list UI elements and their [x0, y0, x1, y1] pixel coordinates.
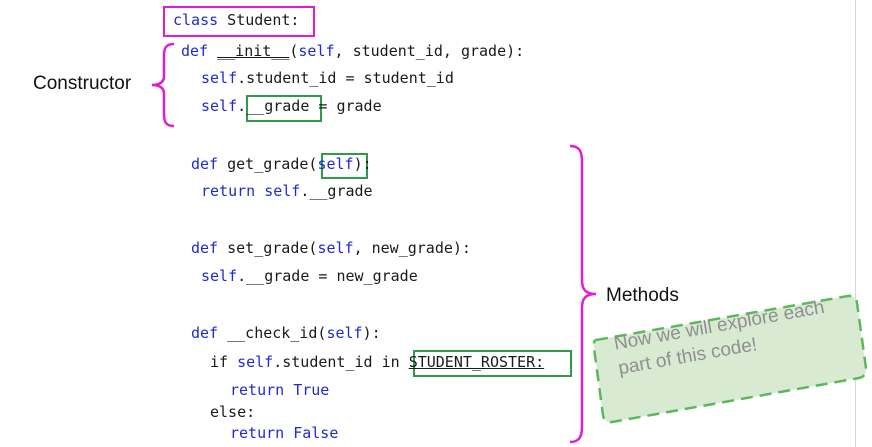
dot: .: [237, 97, 247, 115]
assignment: = grade: [309, 97, 382, 115]
assignment: .__grade = new_grade: [237, 267, 418, 285]
keyword: return: [230, 381, 285, 399]
paren-close: ):: [353, 155, 372, 173]
note-callout-shape: [592, 294, 868, 424]
roster-highlight-box: [413, 350, 572, 377]
paren: (: [289, 42, 299, 60]
code-line-check-id: def __check_id(self):: [191, 323, 381, 343]
self-ref: self: [201, 69, 238, 87]
code-line-self-student-id: self.student_id = student_id: [201, 68, 454, 88]
grade-attr-highlight-box: [246, 95, 322, 122]
class-name: Student:: [218, 11, 300, 29]
code-line-return-false: return False: [230, 423, 338, 443]
set-grade-name: set_grade(: [218, 239, 318, 257]
code-line-self-grade: self.__grade = grade: [201, 96, 382, 116]
paren-close: ):: [362, 324, 381, 342]
code-line-class: class Student:: [173, 10, 299, 30]
keyword: return: [230, 424, 285, 442]
set-params: , new_grade):: [353, 239, 471, 257]
private-grade-attr: __grade: [246, 97, 310, 115]
assignment: .student_id = student_id: [237, 69, 454, 87]
self-ref: self: [201, 267, 238, 285]
else-keyword: else:: [210, 403, 256, 421]
self-ref: self: [201, 97, 238, 115]
self-param: self: [298, 42, 335, 60]
true-value: True: [284, 381, 330, 399]
class-highlight-box: [163, 6, 315, 37]
self-param-highlight-box: [321, 153, 368, 179]
false-value: False: [284, 424, 339, 442]
code-line-get-return: return self.__grade: [201, 181, 373, 201]
self-ref: self: [237, 353, 274, 371]
self-param: self: [326, 324, 363, 342]
if-keyword: if: [210, 353, 238, 371]
methods-brace: [569, 144, 597, 444]
self-param: self: [317, 155, 354, 173]
keyword: def: [191, 324, 219, 342]
page-edge-divider: [855, 0, 856, 447]
keyword: def: [191, 239, 219, 257]
constructor-label: Constructor: [33, 73, 132, 94]
get-grade-name: get_grade(: [218, 155, 318, 173]
condition: .student_id in: [273, 353, 409, 371]
constructor-brace: [151, 42, 175, 128]
student-roster: STUDENT_ROSTER:: [408, 353, 545, 371]
code-line-set-body: self.__grade = new_grade: [201, 266, 418, 286]
code-line-get-grade: def get_grade(self):: [191, 154, 372, 174]
code-line-init: def __init__(self, student_id, grade):: [181, 41, 524, 61]
code-line-if: if self.student_id in STUDENT_ROSTER:: [210, 352, 544, 372]
self-ref: self: [255, 182, 301, 200]
code-line-else: else:: [210, 402, 255, 422]
self-param: self: [317, 239, 354, 257]
keyword: def: [181, 42, 209, 60]
attr: .__grade: [300, 182, 373, 200]
code-line-return-true: return True: [230, 380, 329, 400]
init-method-name: __init__: [217, 42, 290, 60]
init-params: , student_id, grade):: [334, 42, 525, 60]
code-line-set-grade: def set_grade(self, new_grade):: [191, 238, 471, 258]
check-id-name: __check_id(: [218, 324, 327, 342]
keyword: class: [173, 11, 219, 29]
methods-label: Methods: [606, 285, 679, 306]
keyword: def: [191, 155, 219, 173]
keyword: return: [201, 182, 256, 200]
